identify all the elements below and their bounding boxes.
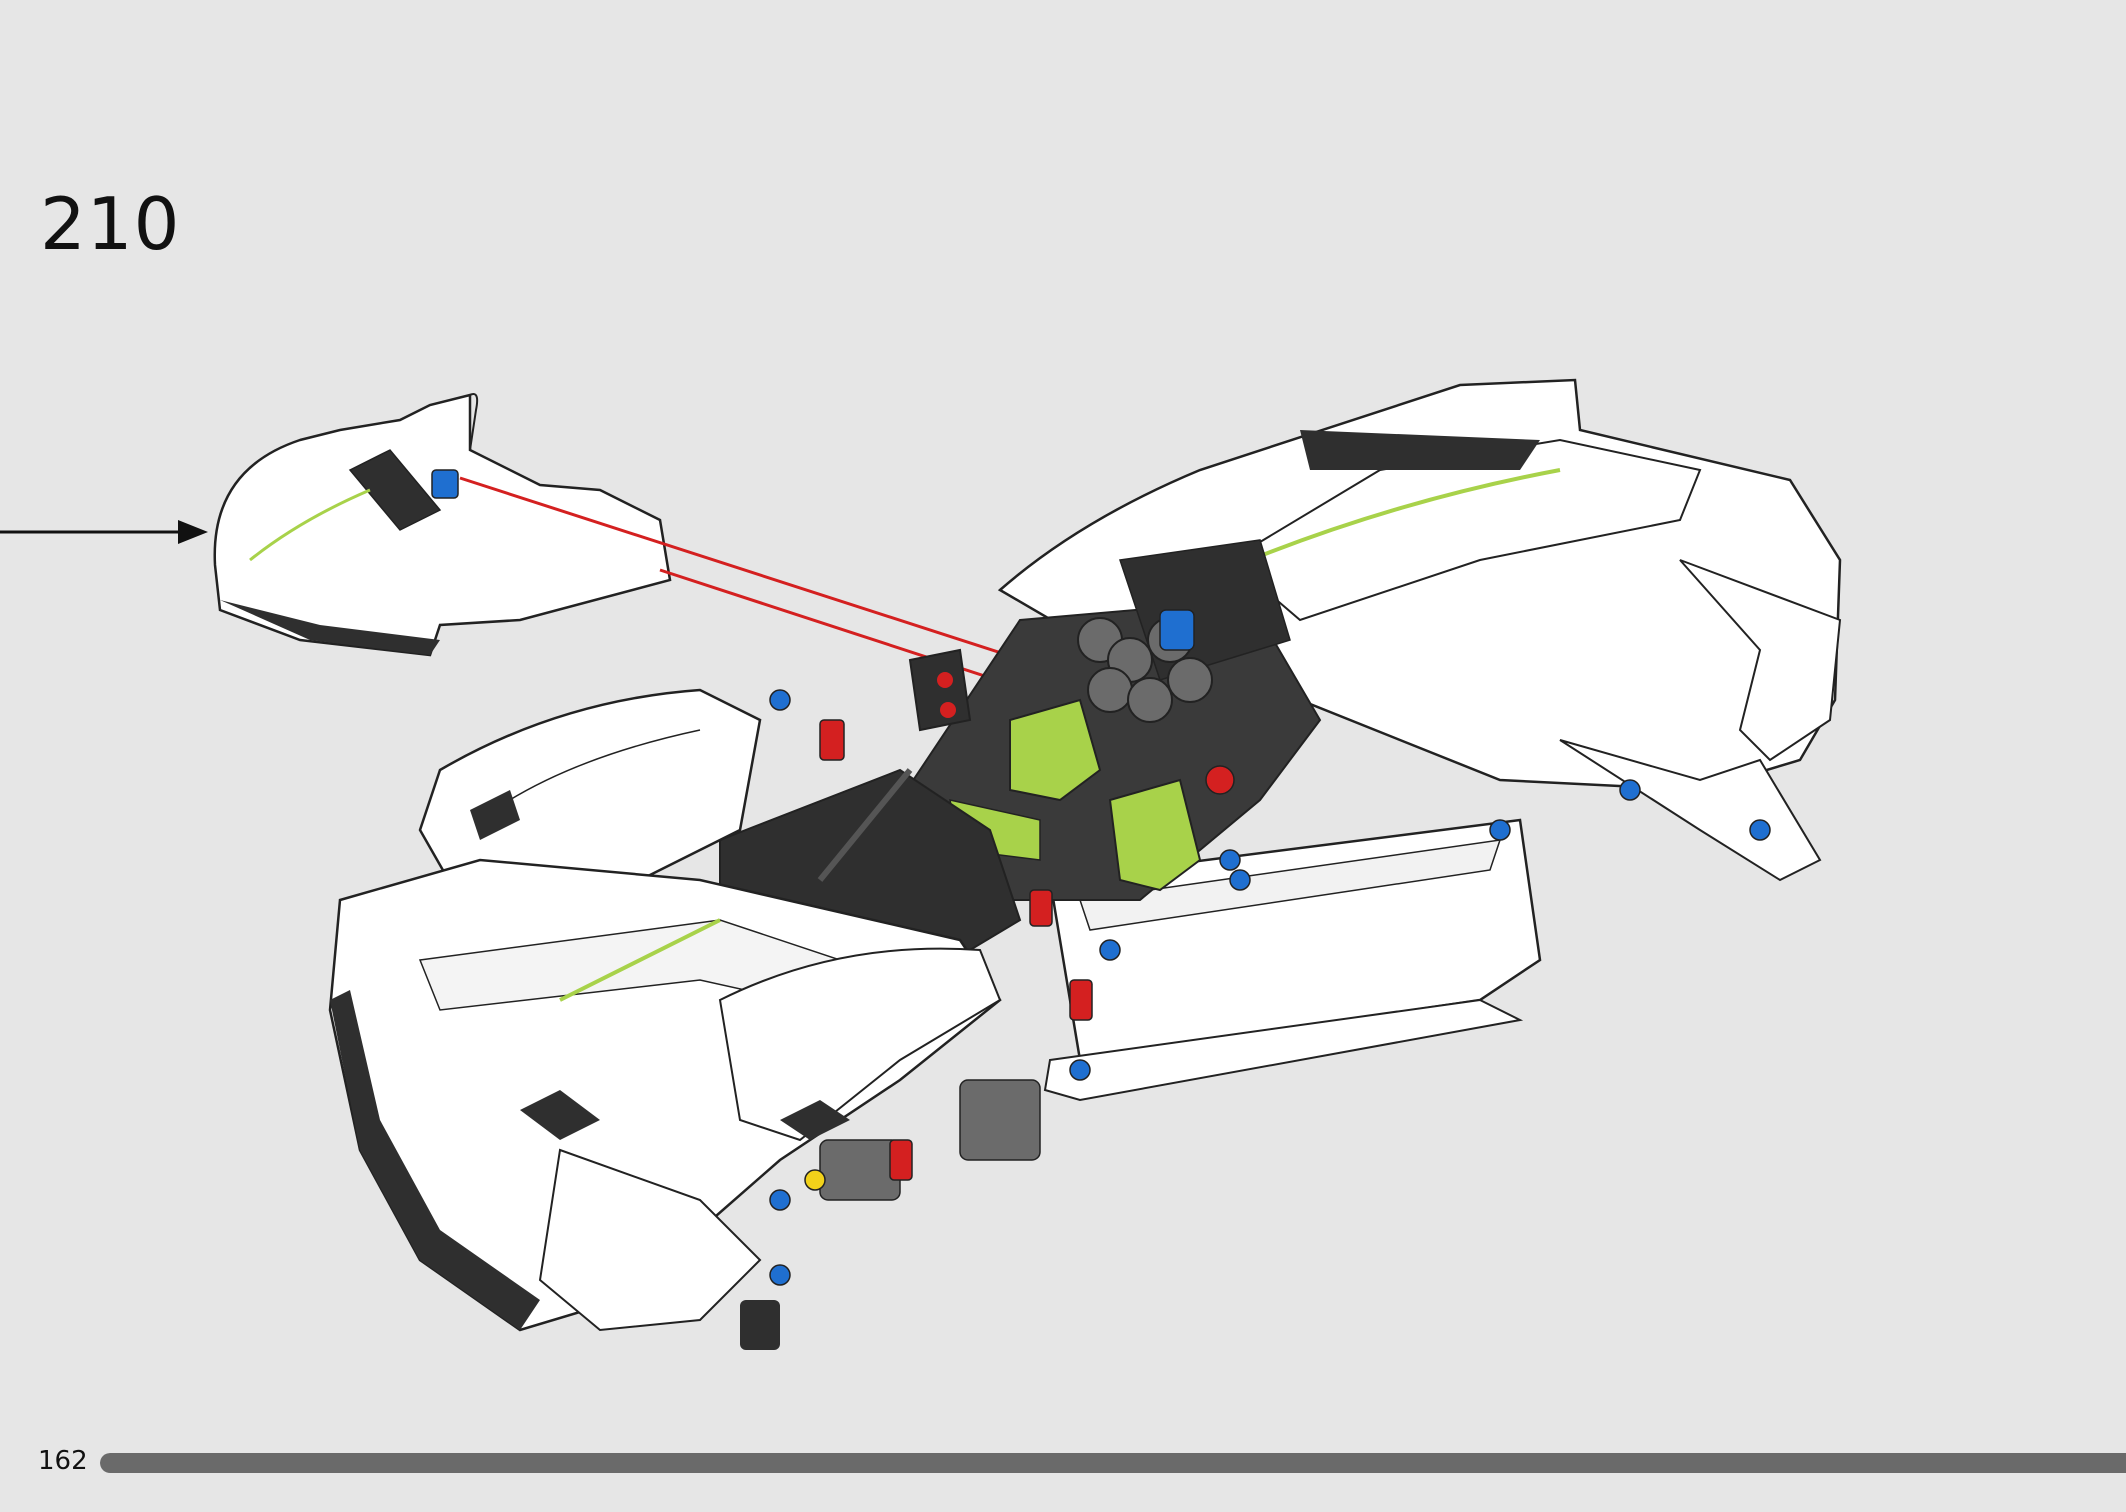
detached-cover-part — [213, 393, 672, 657]
car-chassis — [328, 378, 1842, 1350]
arrow-right-icon — [0, 520, 208, 544]
page-number: 162 — [38, 1446, 88, 1476]
small-brick-part — [908, 648, 972, 732]
progress-bar-fill — [100, 1453, 2126, 1473]
step-number: 210 — [40, 182, 181, 266]
progress-bar — [100, 1453, 2126, 1473]
